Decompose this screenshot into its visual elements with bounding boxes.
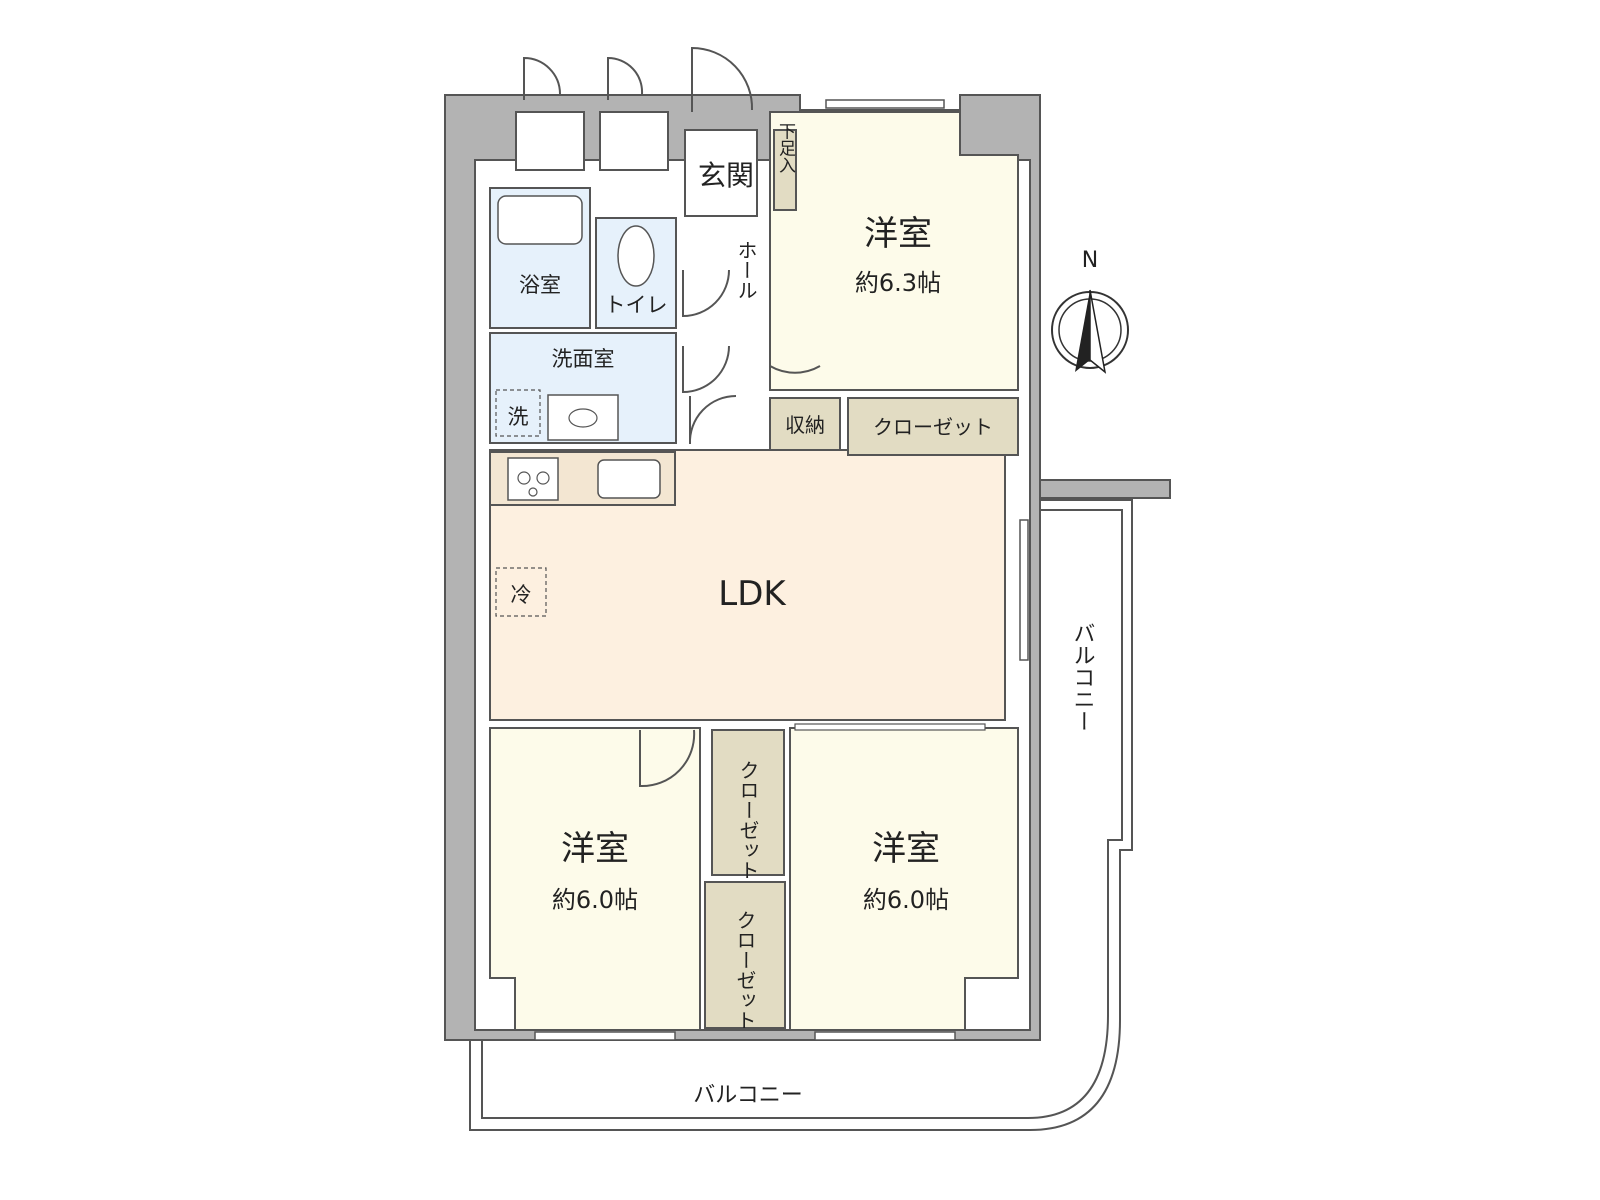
hall-label: ホール bbox=[734, 240, 758, 300]
balcony-east-label: バルコニー bbox=[1070, 622, 1095, 732]
balcony-east bbox=[1020, 499, 1133, 1131]
compass-label: N bbox=[1082, 248, 1098, 273]
closet-north bbox=[847, 397, 1019, 456]
burner-icon bbox=[517, 471, 531, 485]
washroom-label: 洗面室 bbox=[552, 347, 615, 371]
toilet-label: トイレ bbox=[605, 293, 668, 317]
west-north-name: 洋室 bbox=[864, 214, 932, 254]
west-se-size: 約6.0帖 bbox=[863, 886, 949, 914]
closet-north-label: クローゼット bbox=[873, 415, 993, 439]
door-swing-washroom bbox=[682, 345, 730, 394]
washbasin-icon bbox=[547, 394, 619, 441]
toilet-icon bbox=[617, 225, 655, 287]
bath-label: 浴室 bbox=[519, 273, 561, 297]
western-room-southwest bbox=[489, 727, 701, 1031]
fridge-label: 冷 bbox=[511, 583, 532, 607]
windows bbox=[534, 99, 1029, 1041]
door-swing-toilet bbox=[682, 269, 730, 318]
washer-space bbox=[495, 389, 541, 437]
washer-label: 洗 bbox=[508, 405, 529, 429]
door-swing-ldk bbox=[688, 394, 737, 445]
west-sw-size: 約6.0帖 bbox=[552, 886, 638, 914]
western-room-southeast bbox=[789, 727, 1019, 1031]
entrance-doors bbox=[515, 46, 758, 217]
balcony-partition bbox=[1029, 479, 1171, 499]
west-north-size: 約6.3帖 bbox=[855, 269, 941, 297]
balcony-south bbox=[469, 1040, 1030, 1131]
west-sw-name: 洋室 bbox=[561, 829, 629, 869]
closet-b bbox=[704, 881, 786, 1029]
bathtub-icon bbox=[497, 195, 583, 245]
closet-b-label: クローゼット bbox=[733, 910, 757, 1030]
burner-icon bbox=[528, 487, 538, 497]
closet-a-label: クローゼット bbox=[736, 760, 760, 880]
west-se-name: 洋室 bbox=[872, 829, 940, 869]
basin-bowl-icon bbox=[568, 408, 598, 428]
genkan-label: 玄関 bbox=[698, 159, 754, 192]
ldk-label: LDK bbox=[718, 574, 787, 614]
compass: N bbox=[1051, 248, 1129, 374]
shoe-cabinet bbox=[773, 129, 797, 211]
compass-needle-icon bbox=[1075, 290, 1090, 372]
closet-a bbox=[711, 729, 785, 876]
balcony-south-label: バルコニー bbox=[693, 1083, 803, 1108]
storage-closet bbox=[769, 397, 841, 451]
storage-label: 収納 bbox=[785, 413, 825, 437]
sink-icon bbox=[597, 459, 661, 499]
fridge-space bbox=[495, 567, 547, 617]
door-swing-sw-room bbox=[639, 729, 696, 788]
shoe-cabinet-label: 下足入 bbox=[775, 123, 796, 174]
burner-icon bbox=[536, 471, 550, 485]
stove-icon bbox=[507, 457, 559, 501]
western-room-north bbox=[769, 111, 1019, 391]
door-swing-north-room bbox=[769, 314, 821, 374]
